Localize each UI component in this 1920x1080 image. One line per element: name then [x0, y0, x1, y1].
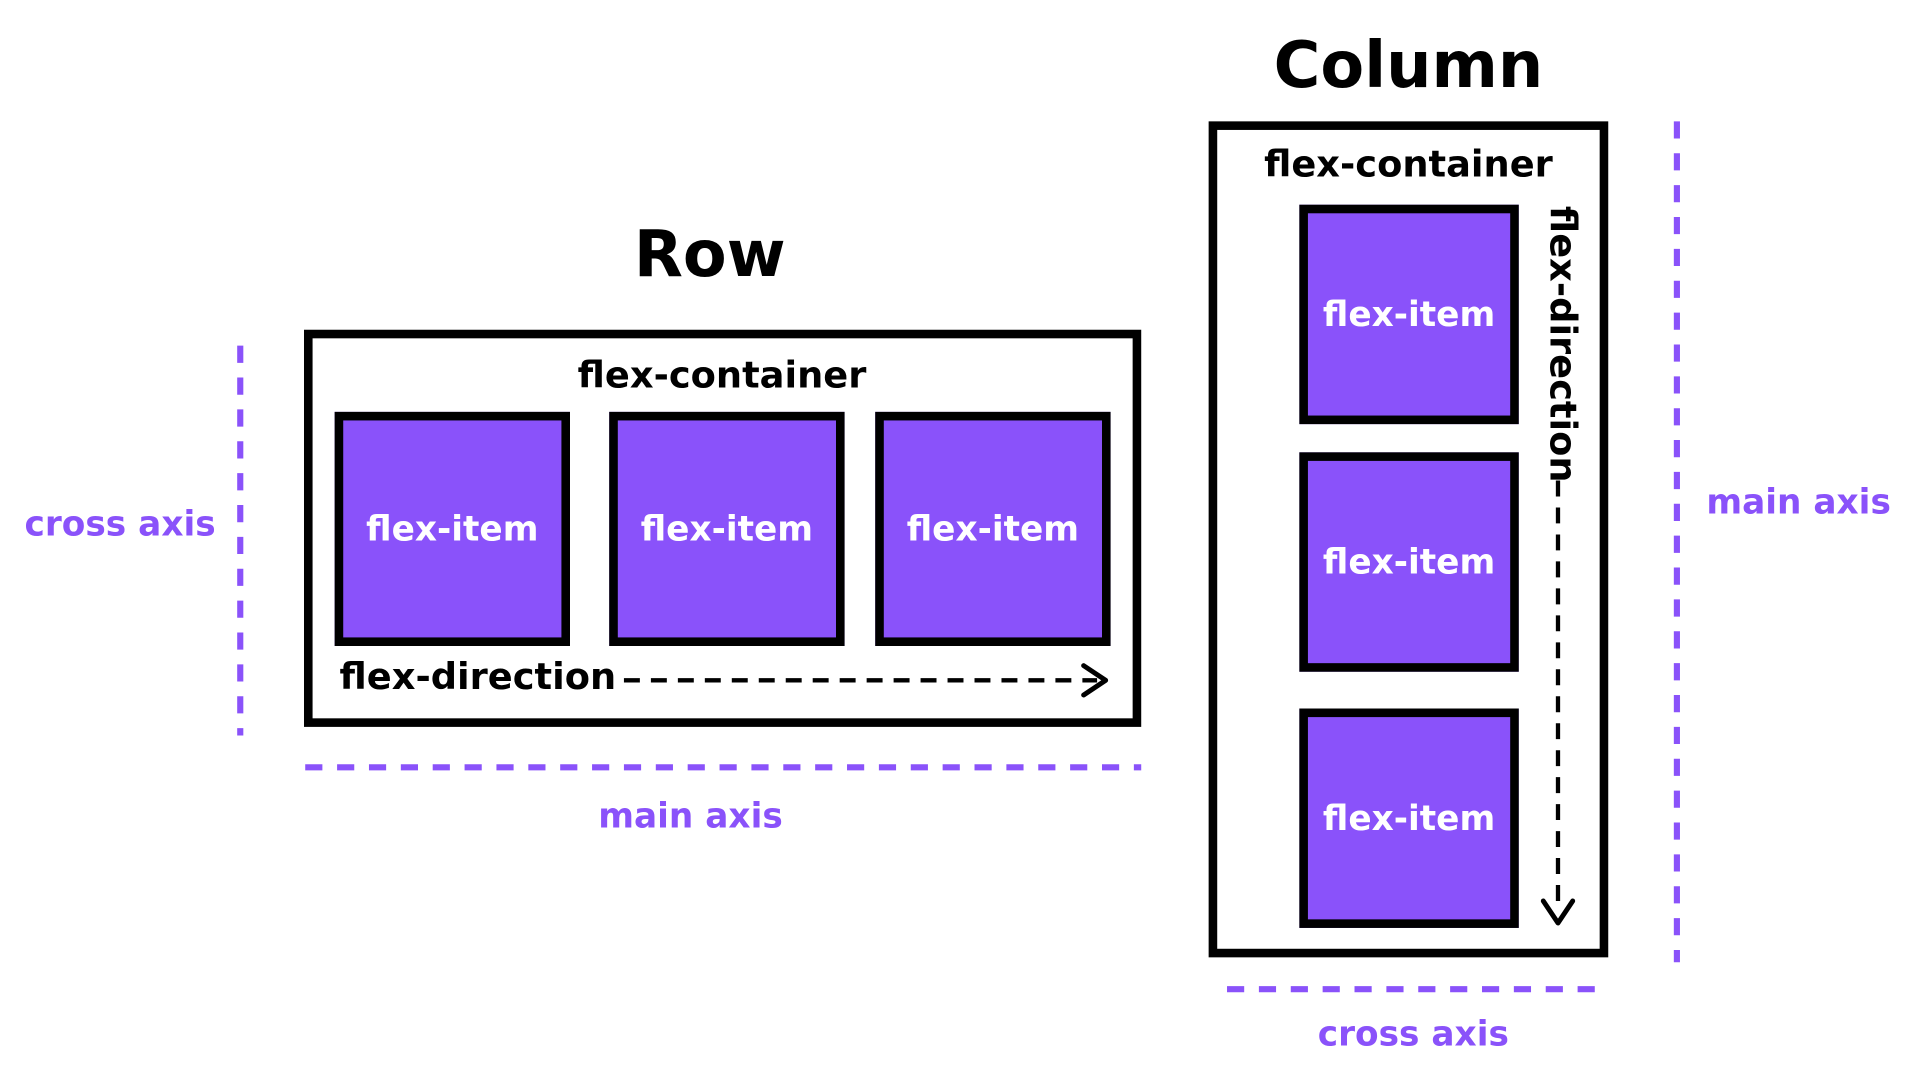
column-flex-item-1: flex-item: [1299, 204, 1519, 425]
row-title: Row: [633, 218, 786, 292]
row-container-label: flex-container: [577, 354, 867, 398]
column-title: Column: [1273, 29, 1544, 103]
column-container-label: flex-container: [1264, 143, 1553, 187]
row-cross-axis-label: cross axis: [24, 503, 216, 545]
row-main-axis-label: main axis: [598, 795, 783, 836]
column-flex-item-1-label: flex-item: [1322, 293, 1496, 335]
row-flex-item-1-label: flex-item: [366, 508, 539, 549]
row-flex-item-3-label: flex-item: [906, 508, 1080, 549]
row-flex-item-1: flex-item: [334, 411, 570, 646]
column-flex-item-3-label: flex-item: [1322, 797, 1496, 838]
row-direction-label: flex-direction: [339, 655, 617, 699]
column-cross-axis-label: cross axis: [1317, 1013, 1509, 1055]
column-flex-item-3: flex-item: [1299, 708, 1519, 928]
row-flex-item-2: flex-item: [609, 411, 845, 646]
column-flex-item-2: flex-item: [1299, 452, 1519, 672]
row-flex-item-3: flex-item: [875, 411, 1111, 646]
column-flex-item-2-label: flex-item: [1322, 541, 1496, 582]
column-main-axis-label: main axis: [1706, 481, 1891, 523]
row-flex-item-2-label: flex-item: [640, 508, 814, 549]
